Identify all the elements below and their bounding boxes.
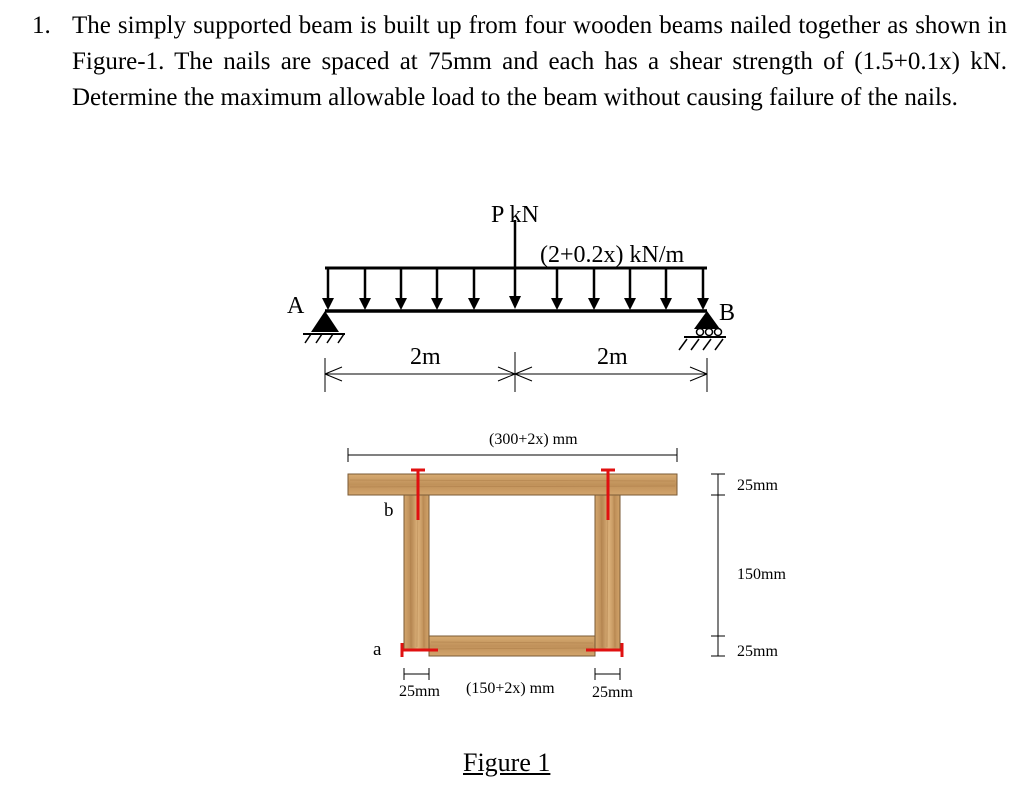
- web-height-label: 150mm: [737, 566, 786, 583]
- top-flange-plank: [347, 473, 678, 496]
- support-b-roller: [678, 311, 726, 351]
- right-web-width-label: 25mm: [592, 684, 633, 701]
- bottom-flange-thickness-label: 25mm: [737, 643, 778, 660]
- support-b-label: B: [719, 300, 735, 326]
- support-a-label: A: [287, 293, 305, 319]
- beam-diagram: P kN (2+0.2x) kN/m A B: [287, 202, 735, 392]
- left-web-plank: [403, 493, 430, 650]
- span-left-label: 2m: [410, 344, 441, 370]
- bottom-flange-plank: [428, 635, 596, 657]
- wood-grain: [349, 479, 676, 650]
- support-a-pin: [303, 311, 345, 344]
- point-load-label: P kN: [491, 202, 539, 228]
- span-dimension: [324, 352, 708, 392]
- point-b-label: b: [384, 500, 394, 521]
- cross-section-diagram: (300+2x) mm: [347, 431, 786, 701]
- figure-caption: Figure 1: [463, 748, 551, 777]
- question-number: 1.: [32, 12, 51, 39]
- height-dimension: [711, 473, 725, 657]
- top-flange-thickness-label: 25mm: [737, 477, 778, 494]
- question-text: The simply supported beam is built up fr…: [72, 12, 1007, 111]
- span-right-label: 2m: [597, 344, 628, 370]
- top-width-dimension: [347, 448, 678, 462]
- point-load-arrow: [509, 220, 521, 309]
- point-a-label: a: [373, 639, 382, 660]
- left-web-width-label: 25mm: [399, 683, 440, 700]
- inner-width-label: (150+2x) mm: [466, 680, 555, 697]
- distributed-load-label: (2+0.2x) kN/m: [540, 242, 685, 268]
- distributed-load-arrows: [322, 268, 709, 310]
- bottom-width-dimensions: [403, 668, 621, 680]
- top-width-label: (300+2x) mm: [489, 431, 578, 448]
- nails: [400, 468, 624, 657]
